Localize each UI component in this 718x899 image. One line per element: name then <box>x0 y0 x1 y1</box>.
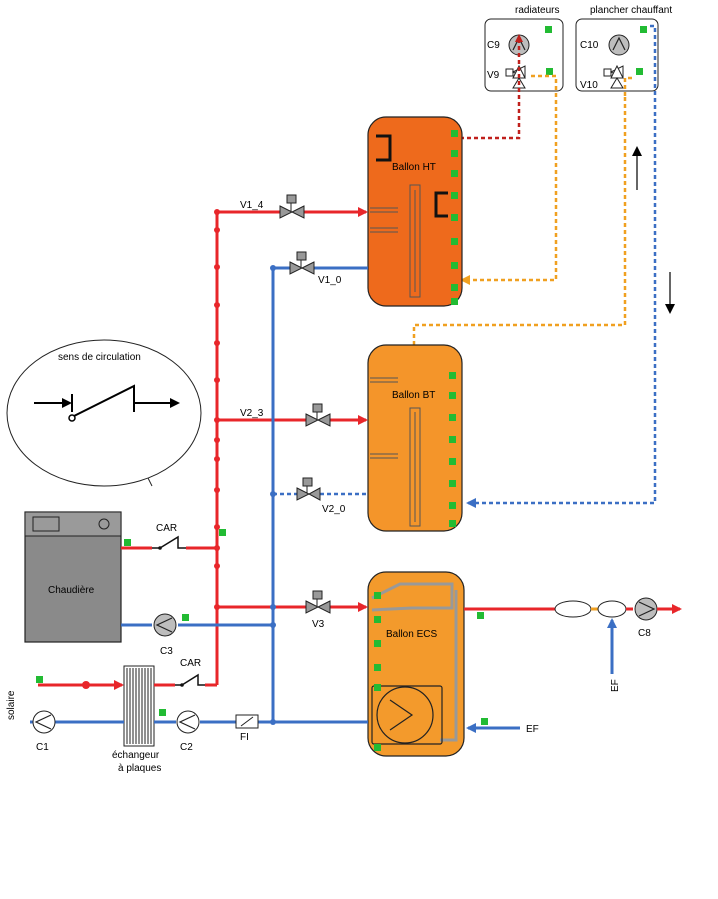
pump-c9-label: C9 <box>487 40 500 51</box>
valve-v3-label: V3 <box>312 619 325 630</box>
check-valve-car-top-label: CAR <box>156 523 177 534</box>
radiator-supply-pipe <box>460 34 523 140</box>
pump-c10-icon[interactable] <box>608 34 630 56</box>
pump-c8-icon[interactable] <box>634 597 658 621</box>
radiator-return-pipe <box>460 74 558 285</box>
plate-exchanger[interactable] <box>123 665 155 747</box>
solar-label: solaire <box>6 690 17 720</box>
pump-c1-icon[interactable] <box>32 710 56 734</box>
filter-fi-label: FI <box>240 732 249 743</box>
pump-c3-label: C3 <box>160 646 173 657</box>
valve-v2-3-icon[interactable] <box>305 403 331 427</box>
valve-v2-0-label: V2_0 <box>322 504 346 515</box>
floor-heating-box: plancher chauffant C10 V10 <box>575 5 672 92</box>
valve-v1-4-icon[interactable] <box>279 194 305 219</box>
flow-direction-legend: sens de circulation <box>6 339 202 487</box>
floor-return-pipe <box>466 24 657 508</box>
floor-heating-label: plancher chauffant <box>590 5 672 16</box>
legend-title: sens de circulation <box>58 352 141 363</box>
valve-v2-3-label: V2_3 <box>240 408 264 419</box>
cold-water-label-mixer: EF <box>610 679 621 692</box>
pump-c10-label: C10 <box>580 40 599 51</box>
boiler[interactable]: Chaudière <box>24 511 122 643</box>
valve-v2-0-icon[interactable] <box>296 477 321 501</box>
pump-c3-icon[interactable] <box>153 613 177 637</box>
sensor-icon <box>546 68 553 75</box>
valve-v1-0-icon[interactable] <box>289 251 315 275</box>
exchanger-label-1: échangeur <box>112 750 160 761</box>
sensors <box>36 130 488 751</box>
check-valve-car-bottom-label: CAR <box>180 658 201 669</box>
radiators-label: radiateurs <box>515 5 559 16</box>
check-valve-car-bottom-icon <box>175 673 205 687</box>
exchanger-label-2: à plaques <box>118 763 161 774</box>
sensor-icon <box>545 26 552 33</box>
valve-v10-label: V10 <box>580 80 598 91</box>
tank-ht-label: Ballon HT <box>392 162 436 173</box>
tank-bt[interactable]: Ballon BT <box>367 344 463 532</box>
floor-supply-pipe <box>412 96 627 345</box>
cold-water-label-ecs: EF <box>526 724 539 735</box>
tank-ecs-label: Ballon ECS <box>386 629 437 640</box>
mixer-icon <box>554 600 592 618</box>
pump-c1-label: C1 <box>36 742 49 753</box>
boiler-label: Chaudière <box>48 585 95 596</box>
pump-c2-icon[interactable] <box>176 710 200 734</box>
radiators-box: radiateurs C9 V9 <box>484 5 564 92</box>
valve-v10-actuator-icon <box>603 68 612 77</box>
sensor-icon <box>636 68 643 75</box>
check-valve-car-top-icon <box>152 535 186 550</box>
tank-bt-label: Ballon BT <box>392 390 435 401</box>
valve-v9-actuator-icon <box>505 68 514 77</box>
valve-v1-4-label: V1_4 <box>240 200 264 211</box>
tank-ecs[interactable]: Ballon ECS <box>367 571 465 757</box>
tank-ht[interactable]: Ballon HT <box>367 116 463 307</box>
sensor-icon <box>640 26 647 33</box>
valve-v1-0-label: V1_0 <box>318 275 342 286</box>
valve-v9-label: V9 <box>487 70 500 81</box>
pump-c8-label: C8 <box>638 628 651 639</box>
mixer-icon <box>597 600 627 618</box>
filter-fi-icon <box>235 714 259 729</box>
pump-c2-label: C2 <box>180 742 193 753</box>
valve-v3-icon[interactable] <box>305 590 331 614</box>
